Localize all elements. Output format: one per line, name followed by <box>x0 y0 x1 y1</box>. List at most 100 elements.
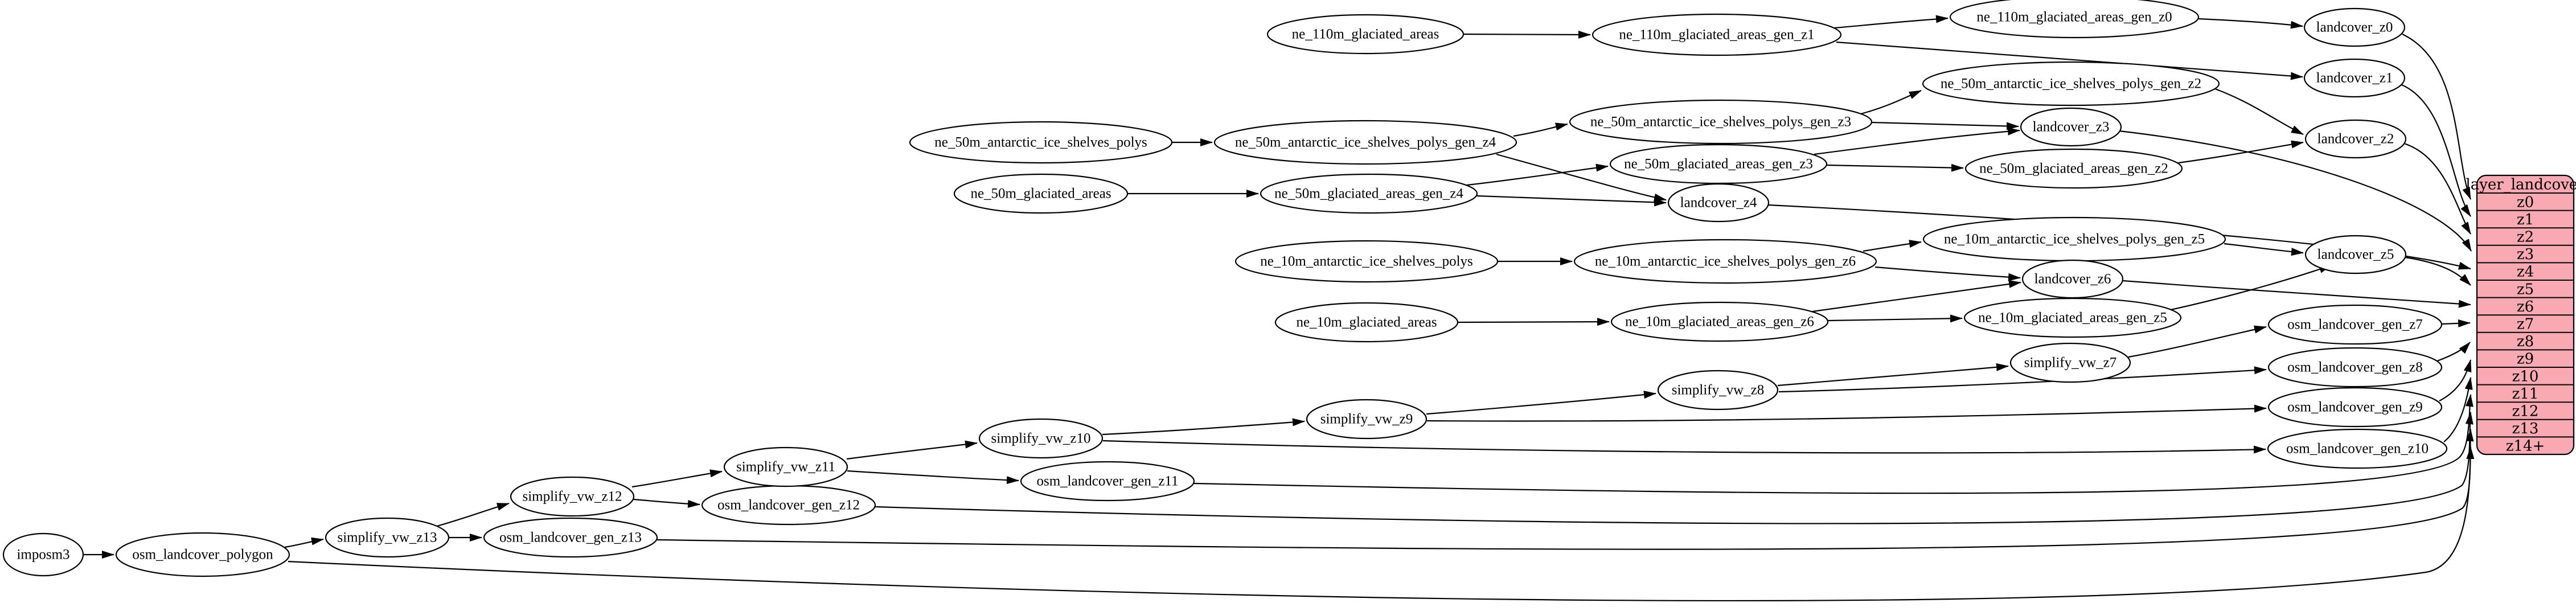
node-ellipse <box>2 532 84 577</box>
node-ellipse <box>1573 239 1877 284</box>
node-label: landcover_z5 <box>2317 247 2394 263</box>
edge-ne_110m_glaciated_areas_gen_z1--ne_110m_glaciated_areas_gen_z0 <box>1834 15 1949 29</box>
node-ellipse <box>1260 173 1478 214</box>
edge-ne_50m_antarctic_ice_shelves_polys_gen_z4--landcover_z4 <box>1496 153 1667 202</box>
node-label: landcover_z6 <box>2034 272 2111 287</box>
node-ellipse <box>510 476 635 517</box>
node-ellipse <box>1922 61 2220 106</box>
edge-osm_landcover_gen_z13--row-z13 <box>657 429 2474 550</box>
node-simplify_vw_z7: simplify_vw_z7 <box>2009 342 2131 383</box>
layer-table-row-z7: z7 <box>2517 316 2534 333</box>
node-ellipse <box>325 517 450 558</box>
edge-ne_50m_antarctic_ice_shelves_polys_gen_z2--landcover_z2 <box>2214 88 2304 135</box>
node-osm_landcover_polygon: osm_landcover_polygon <box>115 532 290 577</box>
node-label: osm_landcover_gen_z10 <box>2286 441 2429 457</box>
node-label: ne_10m_antarctic_ice_shelves_polys <box>1260 254 1473 269</box>
node-ne_50m_antarctic_ice_shelves_polys_gen_z4: ne_50m_antarctic_ice_shelves_polys_gen_z… <box>1213 120 1517 165</box>
node-ne_10m_glaciated_areas_gen_z6: ne_10m_glaciated_areas_gen_z6 <box>1610 301 1829 342</box>
node-osm_landcover_gen_z13: osm_landcover_gen_z13 <box>483 517 658 558</box>
edge-simplify_vw_z7--osm_landcover_gen_z7 <box>2128 325 2267 358</box>
edge-osm_landcover_gen_z11--row-z11 <box>1193 394 2474 494</box>
node-ellipse <box>723 446 848 487</box>
node-ellipse <box>909 121 1173 164</box>
edge-ne_50m_antarctic_ice_shelves_polys_gen_z3--ne_50m_antarctic_ice_shelves_polys_gen_z2 <box>1860 89 1922 115</box>
edge-ne_10m_glaciated_areas_gen_z5--landcover_z5 <box>2168 264 2332 311</box>
edge-ne_50m_antarctic_ice_shelves_polys_gen_z4--ne_50m_antarctic_ice_shelves_polys_gen_z3 <box>1513 122 1568 137</box>
edge-landcover_z5--row-z5 <box>2405 256 2471 286</box>
node-ellipse <box>953 173 1129 214</box>
node-simplify_vw_z8: simplify_vw_z8 <box>1657 370 1779 411</box>
edge-landcover_z0--row-z0 <box>2402 34 2472 200</box>
edge-osm_landcover_gen_z12--row-z12 <box>875 412 2474 524</box>
edge-simplify_vw_z11--osm_landcover_gen_z11 <box>847 470 1019 485</box>
node-label: ne_110m_glaciated_areas <box>1292 27 1439 42</box>
node-label: simplify_vw_z12 <box>523 489 622 505</box>
edge-osm_landcover_polygon--row-z14+ <box>288 446 2475 602</box>
edge-ne_10m_antarctic_ice_shelves_polys_gen_z6--landcover_z6 <box>1874 266 2021 281</box>
node-ellipse <box>2020 107 2122 147</box>
edge-ne_10m_antarctic_ice_shelves_polys_gen_z6--ne_10m_antarctic_ice_shelves_polys_gen_z5 <box>1863 240 1922 252</box>
node-ellipse <box>1591 13 1842 56</box>
node-ne_10m_glaciated_areas_gen_z5: ne_10m_glaciated_areas_gen_z5 <box>1963 297 2182 338</box>
node-ne_110m_glaciated_areas_gen_z0: ne_110m_glaciated_areas_gen_z0 <box>1949 0 2200 39</box>
edge-osm_landcover_polygon--simplify_vw_z13 <box>284 537 324 548</box>
node-ne_50m_glaciated_areas_gen_z2: ne_50m_glaciated_areas_gen_z2 <box>1964 148 2183 189</box>
node-ellipse <box>1020 461 1195 502</box>
layer-table-row-z8: z8 <box>2517 333 2534 350</box>
layer-table-row-z1: z1 <box>2517 211 2534 228</box>
node-simplify_vw_z13: simplify_vw_z13 <box>325 517 450 558</box>
node-label: simplify_vw_z10 <box>991 431 1091 446</box>
node-label: ne_50m_antarctic_ice_shelves_polys_gen_z… <box>1941 76 2201 92</box>
edge-simplify_vw_z10--simplify_vw_z9 <box>1102 418 1305 436</box>
node-ellipse <box>1306 399 1428 440</box>
nodes-layer: imposm3 osm_landcover_polygon simplify_vw_… <box>2 0 2448 577</box>
node-label: simplify_vw_z7 <box>2024 355 2117 371</box>
node-simplify_vw_z12: simplify_vw_z12 <box>510 476 635 517</box>
node-label: simplify_vw_z13 <box>338 530 437 546</box>
layer-table-row-z6: z6 <box>2517 298 2534 315</box>
layer-table-title: layer_landcover <box>2466 177 2576 194</box>
node-landcover_z3: landcover_z3 <box>2020 107 2122 147</box>
node-ne_10m_antarctic_ice_shelves_polys_gen_z5: ne_10m_antarctic_ice_shelves_polys_gen_z… <box>1922 216 2226 262</box>
layer-table-row-z3: z3 <box>2517 246 2534 263</box>
node-label: ne_10m_antarctic_ice_shelves_polys_gen_z… <box>1944 232 2205 247</box>
layer-table-row-z5: z5 <box>2517 281 2534 298</box>
node-landcover_z6: landcover_z6 <box>2021 259 2124 299</box>
edge-simplify_vw_z12--osm_landcover_gen_z12 <box>633 498 700 508</box>
node-imposm3: imposm3 <box>2 532 84 577</box>
node-ne_10m_antarctic_ice_shelves_polys: ne_10m_antarctic_ice_shelves_polys <box>1234 240 1499 283</box>
edge-osm_landcover_gen_z9--row-z9 <box>2439 359 2472 401</box>
edge-ne_50m_glaciated_areas_gen_z3--landcover_z3 <box>1814 127 2020 155</box>
node-simplify_vw_z11: simplify_vw_z11 <box>723 446 848 487</box>
node-landcover_z0: landcover_z0 <box>2303 7 2406 47</box>
layer-table-row-z2: z2 <box>2517 229 2534 246</box>
node-label: ne_10m_glaciated_areas <box>1296 315 1437 330</box>
node-label: osm_landcover_polygon <box>132 547 273 563</box>
node-ne_50m_glaciated_areas: ne_50m_glaciated_areas <box>953 173 1129 214</box>
node-osm_landcover_gen_z9: osm_landcover_gen_z9 <box>2267 387 2443 428</box>
edges-layer <box>83 15 2475 602</box>
node-simplify_vw_z10: simplify_vw_z10 <box>978 418 1104 459</box>
node-label: osm_landcover_gen_z13 <box>499 530 642 546</box>
edge-ne_50m_glaciated_areas_gen_z3--ne_50m_glaciated_areas_gen_z2 <box>1826 163 1964 172</box>
edge-ne_10m_antarctic_ice_shelves_polys_gen_z5--landcover_z5 <box>2224 243 2304 256</box>
node-landcover_z5: landcover_z5 <box>2304 235 2407 274</box>
node-label: osm_landcover_gen_z11 <box>1037 474 1179 489</box>
node-label: ne_10m_glaciated_areas_gen_z5 <box>1978 310 2167 326</box>
layer-table-row-z0: z0 <box>2517 194 2534 211</box>
edge-ne_50m_antarctic_ice_shelves_polys_gen_z3--landcover_z3 <box>1871 121 2019 130</box>
edge-landcover_z3--row-z3 <box>2119 130 2472 252</box>
node-ellipse <box>1963 297 2182 338</box>
edge-simplify_vw_z8--simplify_vw_z7 <box>1777 363 2009 387</box>
node-label: landcover_z2 <box>2317 132 2394 147</box>
edge-simplify_vw_z10--osm_landcover_gen_z10 <box>1102 440 2266 454</box>
node-simplify_vw_z9: simplify_vw_z9 <box>1306 399 1428 440</box>
edge-simplify_vw_z9--simplify_vw_z8 <box>1426 391 1656 415</box>
edge-landcover_z6--row-z6 <box>2122 280 2471 308</box>
edge-osm_landcover_gen_z7--row-z7 <box>2441 319 2471 327</box>
layer-table-row-z10: z10 <box>2512 368 2539 385</box>
edge-osm_landcover_gen_z8--row-z8 <box>2436 342 2471 362</box>
node-label: ne_110m_glaciated_areas_gen_z0 <box>1976 10 2172 25</box>
edge-ne_110m_glaciated_areas--ne_110m_glaciated_areas_gen_z1 <box>1463 30 1591 39</box>
node-ellipse <box>1964 148 2183 189</box>
